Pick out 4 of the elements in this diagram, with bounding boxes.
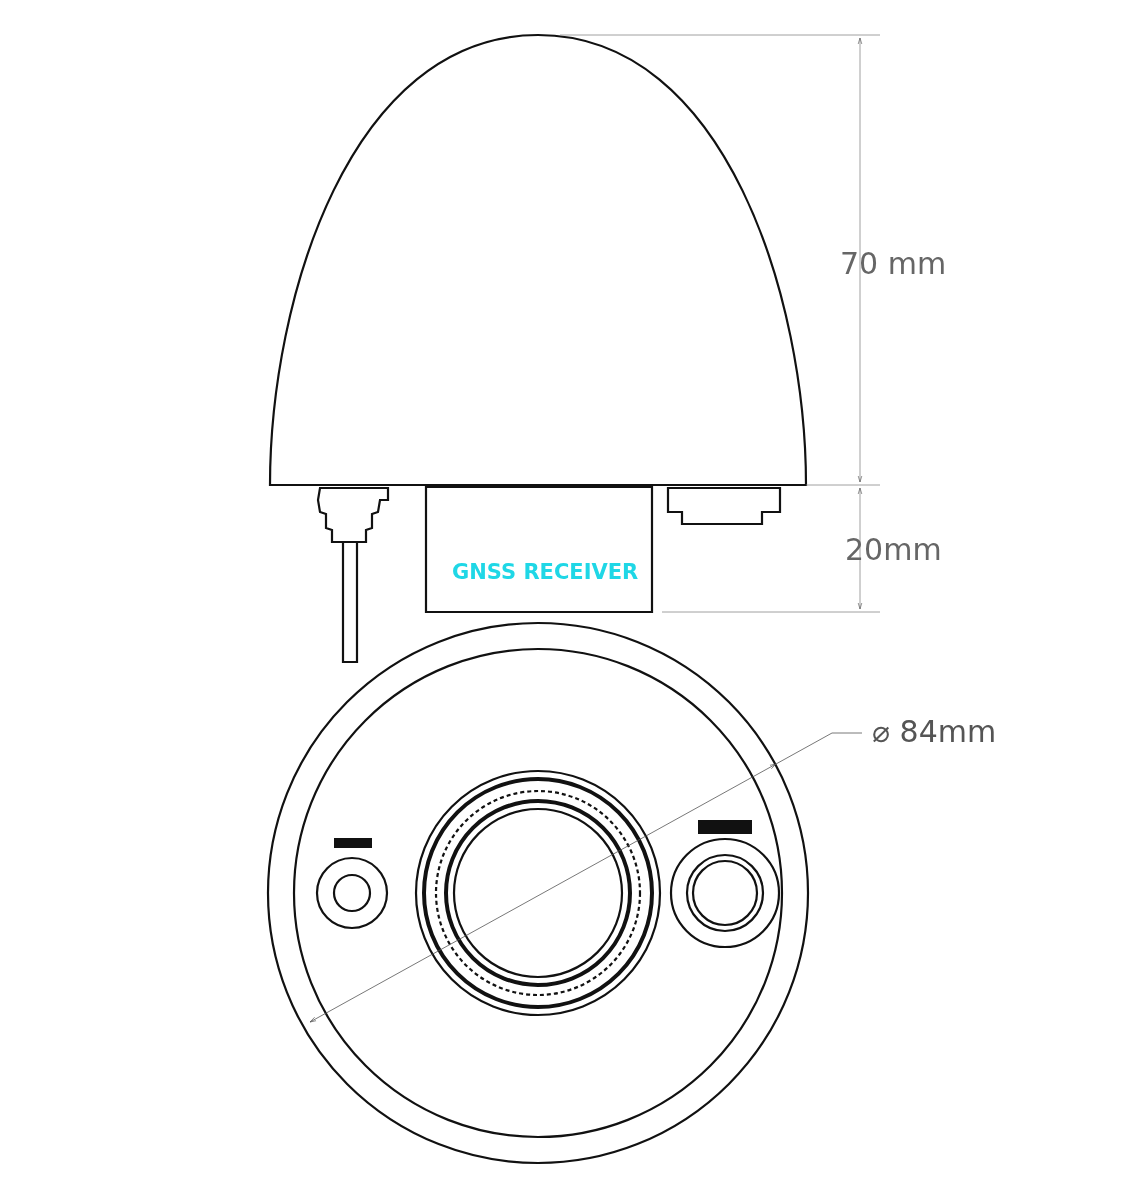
product-label: GNSS RECEIVER [452, 560, 639, 584]
dimension-label: ⌀ 84mm [872, 714, 997, 749]
dimension-label: 70 mm [840, 246, 947, 281]
dimension-label: 20mm [845, 532, 942, 567]
